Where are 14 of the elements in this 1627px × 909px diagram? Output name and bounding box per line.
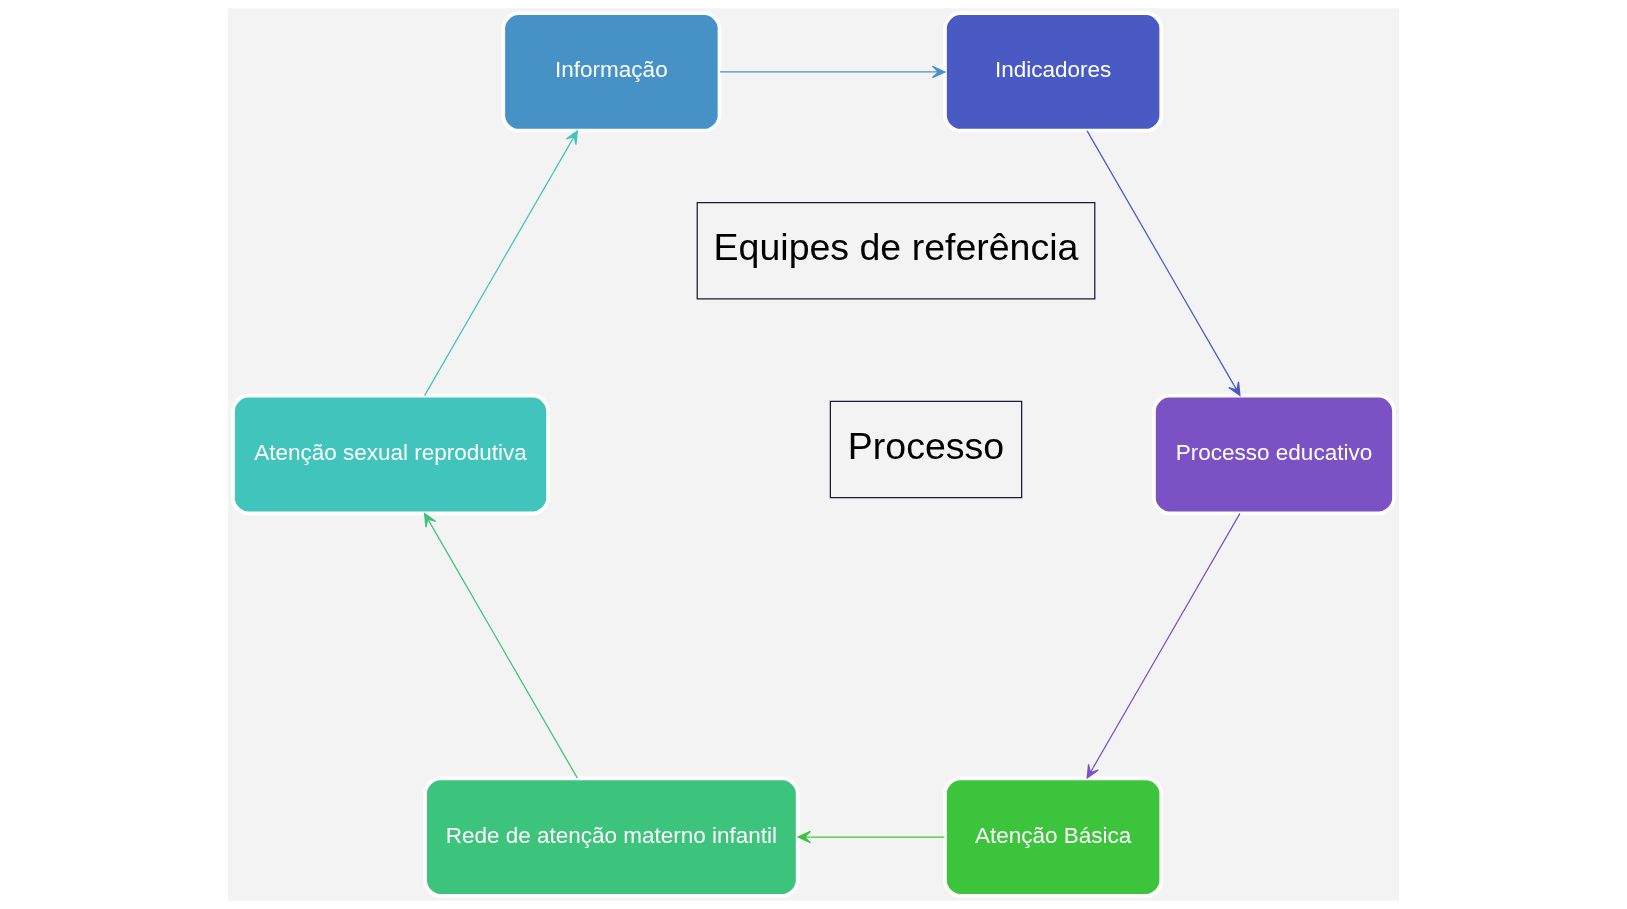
arrow [797,830,946,844]
node-box: Atenção sexual reprodutiva [231,393,550,516]
node-box: Atenção Básica [943,776,1164,898]
arrow [423,512,578,779]
node-box: Indicadores [943,11,1164,133]
arrow [423,130,578,397]
node-box: Informação [501,11,722,133]
arrow [719,65,946,79]
arrow [1086,130,1241,397]
node-box: Processo [829,400,1023,499]
arrow [1086,512,1241,779]
node-box: Rede de atenção materno infantil [423,776,800,898]
node-box: Equipes de referência [696,201,1096,300]
node-box: Processo educativo [1152,393,1396,516]
